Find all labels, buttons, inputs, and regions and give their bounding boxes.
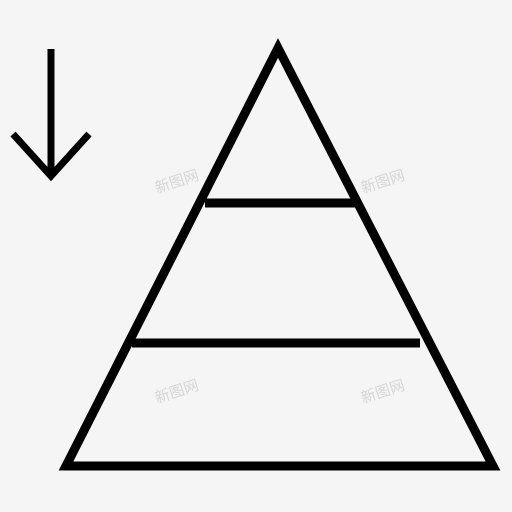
pyramid-outline — [58, 38, 501, 471]
arrow-head — [10, 131, 92, 182]
down-arrow-icon — [10, 49, 92, 182]
pyramid-triangle-icon — [58, 38, 501, 471]
